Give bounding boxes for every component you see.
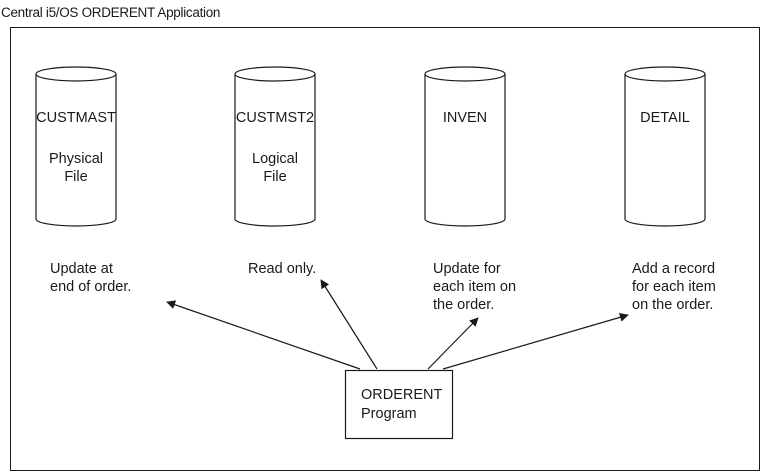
program-type: Program bbox=[361, 406, 417, 422]
file-type-custmst2-line1: Logical bbox=[252, 151, 298, 167]
file-cylinder-custmast bbox=[35, 66, 117, 227]
arrow-to-detail bbox=[442, 312, 629, 370]
action-detail-line2: for each item bbox=[632, 279, 716, 295]
diagram-caption: Central i5/OS ORDERENT Application bbox=[1, 5, 221, 20]
file-name-detail: DETAIL bbox=[640, 110, 690, 126]
action-detail-line1: Add a record bbox=[632, 261, 716, 277]
action-custmst2-line1: Read only. bbox=[248, 261, 317, 277]
action-detail-line3: on the order. bbox=[632, 297, 714, 313]
arrow-to-custmast bbox=[166, 300, 361, 370]
file-name-custmast: CUSTMAST bbox=[36, 110, 116, 126]
action-custmast-line1: Update at bbox=[50, 261, 113, 277]
arrow-to-inven bbox=[427, 317, 479, 370]
file-type-custmast-line1: Physical bbox=[49, 151, 103, 167]
file-name-inven: INVEN bbox=[442, 110, 488, 126]
file-cylinder-inven bbox=[424, 66, 506, 227]
program-box bbox=[344, 369, 454, 440]
action-inven-line3: the order. bbox=[433, 297, 495, 313]
file-cylinder-detail bbox=[624, 66, 706, 227]
file-cylinder-custmst2 bbox=[234, 66, 316, 227]
file-type-custmast-line2: File bbox=[64, 169, 88, 185]
action-inven-line2: each item on bbox=[433, 279, 517, 295]
arrow-to-custmst2 bbox=[320, 279, 378, 370]
action-inven-line1: Update for bbox=[433, 261, 501, 277]
file-name-custmst2: CUSTMST2 bbox=[235, 110, 315, 126]
file-type-custmst2-line2: File bbox=[263, 169, 287, 185]
action-custmast-line2: end of order. bbox=[50, 279, 132, 295]
program-name: ORDERENT bbox=[361, 387, 443, 403]
